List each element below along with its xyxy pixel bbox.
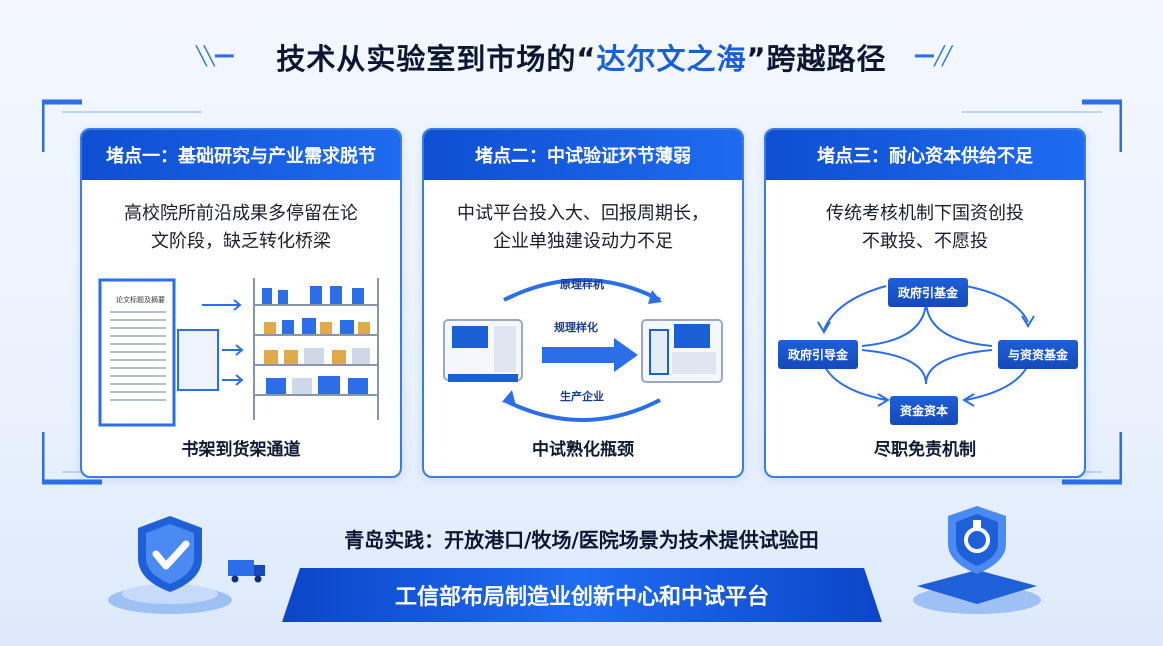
- paper-to-shelf-illustration: 论文标题及摘要: [98, 278, 379, 427]
- conclusion-banner: 工信部布局制造业创新中心和中试平台: [282, 568, 882, 622]
- card-bottleneck-2: 堵点二：中试验证环节薄弱 中试平台投入大、回报周期长， 企业单独建设动力不足 原…: [422, 128, 744, 478]
- security-emblem-icon: [913, 506, 1041, 614]
- card-footer: 书架到货架通道: [181, 440, 301, 460]
- description-line-2: 企业单独建设动力不足: [493, 231, 673, 252]
- node-bottom: 资金资本: [890, 396, 959, 425]
- node-left: 政府引导金: [778, 340, 859, 369]
- node-right: 与资资基金: [998, 340, 1079, 369]
- shield-check-icon: [108, 516, 232, 614]
- qingdao-practice-text: 青岛实践：开放港口/牧场/医院场景为技术提供试验田: [344, 528, 819, 552]
- page-title: 技术从实验室到市场的“达尔文之海”跨越路径: [0, 36, 1163, 78]
- card-description: 传统考核机制下国资创投 不敢投、不愿投: [766, 200, 1084, 256]
- doc-title-text: 论文标题及摘要: [116, 295, 165, 304]
- production-machine-icon: [641, 319, 723, 383]
- flow-label-bottom: 生产企业: [560, 390, 604, 403]
- description-line-1: 中试平台投入大、回报周期长，: [457, 203, 709, 224]
- card-description: 高校院所前沿成果多停留在论 文阶段，缺乏转化桥梁: [82, 200, 400, 256]
- title-prefix: 技术从实验室到市场的“: [276, 42, 597, 76]
- description-line-2: 文阶段，缺乏转化桥梁: [151, 231, 331, 252]
- description-line-1: 高校院所前沿成果多停留在论: [124, 203, 358, 224]
- node-top: 政府引基金: [888, 278, 969, 307]
- card-description: 中试平台投入大、回报周期长， 企业单独建设动力不足: [424, 200, 742, 256]
- card-header: 堵点二：中试验证环节薄弱: [424, 130, 742, 180]
- card-bottleneck-3: 堵点三：耐心资本供给不足 传统考核机制下国资创投 不敢投、不愿投 政府引基金 政…: [764, 128, 1086, 478]
- description-line-1: 传统考核机制下国资创投: [826, 203, 1024, 224]
- title-highlight: 达尔文之海: [596, 42, 747, 76]
- flow-label-top: 原理样机: [560, 278, 604, 291]
- background-frame: [42, 99, 1122, 485]
- card-footer: 中试熟化瓶颈: [532, 440, 634, 460]
- capital-cycle-illustration: [817, 285, 1035, 407]
- card-header: 堵点三：耐心资本供给不足: [766, 130, 1084, 180]
- card-bottleneck-1: 堵点一：基础研究与产业需求脱节 高校院所前沿成果多停留在论 文阶段，缺乏转化桥梁…: [80, 128, 402, 478]
- description-line-2: 不敢投、不愿投: [862, 231, 988, 252]
- card-footer: 尽职免责机制: [874, 440, 976, 460]
- title-deco-left: ╲╲ ━━: [196, 46, 234, 67]
- prototype-machine-icon: [443, 319, 523, 382]
- truck-icon: [228, 560, 265, 583]
- card-header: 堵点一：基础研究与产业需求脱节: [82, 130, 400, 180]
- title-deco-right: ━━ ╱╱: [915, 46, 953, 67]
- pilot-flow-illustration: [443, 278, 723, 422]
- title-suffix: ”跨越路径: [746, 42, 887, 76]
- flow-label-middle: 规理样化: [554, 321, 598, 334]
